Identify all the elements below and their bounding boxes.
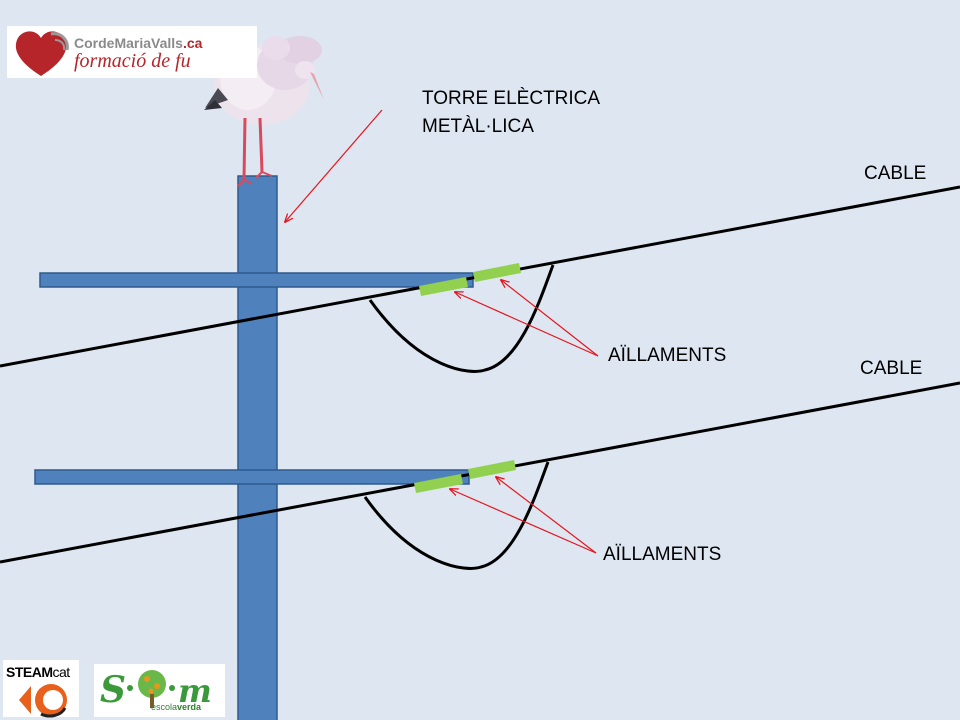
cordemaria-logo: CordeMariaValls.ca formació de fu: [7, 26, 257, 78]
steam-logo-icon: [19, 684, 67, 718]
heart-logo-icon: [15, 31, 69, 76]
cable-bottom-label: CABLE: [860, 358, 923, 379]
tower-label-line-1: TORRE ELÈCTRICA: [422, 88, 601, 109]
arrow-insulator-top-2: [501, 280, 599, 357]
steamcat-wordmark: STEAMcat: [6, 664, 70, 680]
arrow-insulator-bottom-2: [496, 477, 597, 554]
tree-logo-icon: S m: [100, 669, 212, 711]
cross-arm-top: [39, 272, 474, 288]
arrow-insulator-bottom-1: [450, 489, 597, 554]
insulator-top-1: [419, 277, 468, 296]
som-logo: S m escolaverda: [94, 664, 225, 717]
cordemaria-brand: CordeMariaValls.ca: [74, 35, 203, 51]
som-subtitle: escolaverda: [151, 702, 202, 712]
tower-pole: [237, 175, 278, 720]
svg-text:S: S: [100, 669, 126, 711]
jumper-loop-top: [368, 264, 555, 373]
insulators-bottom-label: AÏLLAMENTS: [603, 544, 722, 565]
insulator-bottom-2: [468, 460, 516, 479]
cross-arm-bottom: [34, 469, 470, 485]
steamcat-logo: STEAMcat: [3, 660, 79, 718]
insulator-top-2: [473, 263, 521, 282]
cable-top-label: CABLE: [864, 163, 927, 184]
arrow-tower: [285, 109, 383, 222]
insulators-top-label: AÏLLAMENTS: [608, 345, 727, 366]
cordemaria-tagline: formació de fu: [74, 50, 191, 72]
svg-text:m: m: [178, 672, 212, 710]
jumper-loop-bottom: [363, 461, 550, 570]
insulator-bottom-1: [414, 474, 463, 493]
arrow-insulator-top-1: [455, 292, 599, 357]
bird-image: [204, 36, 324, 187]
tower-label-line-2: METÀL·LICA: [422, 116, 534, 137]
